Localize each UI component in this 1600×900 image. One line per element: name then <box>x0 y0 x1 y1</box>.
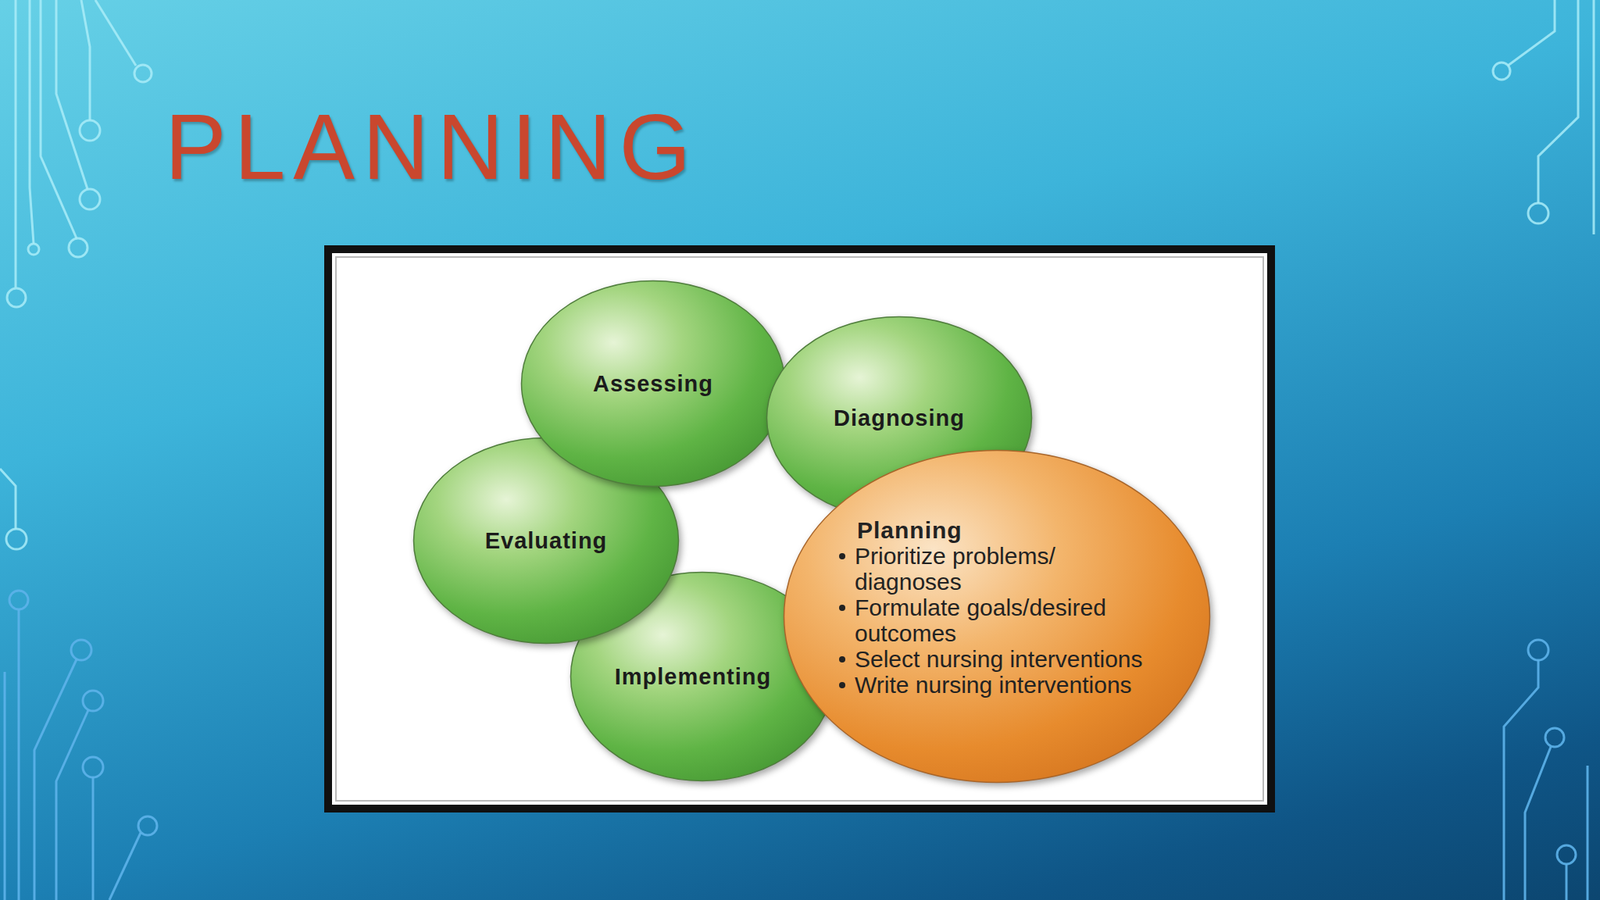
circuit-line <box>14 0 18 288</box>
bullet-dot <box>839 553 846 560</box>
planning-list: PlanningPrioritize problems/ diagnosesFo… <box>835 517 1156 698</box>
circuit-node <box>134 64 152 83</box>
bullet-text: Prioritize problems/ diagnoses <box>854 542 1156 595</box>
step-label: Implementing <box>614 665 772 689</box>
circuit-line <box>92 777 95 900</box>
bullet-item: Select nursing interventions <box>835 646 1156 672</box>
circuit-node <box>28 243 40 255</box>
step-label: Assessing <box>592 372 714 396</box>
circuit-line <box>1525 746 1551 900</box>
circuit-line <box>1592 0 1596 235</box>
bullet-item: Prioritize problems/ diagnoses <box>835 542 1156 595</box>
circuit-node <box>71 639 92 661</box>
circuit-line <box>81 0 90 121</box>
circuit-line <box>1507 0 1555 66</box>
circuit-node <box>82 757 104 778</box>
planning-ellipse: PlanningPrioritize problems/ diagnosesFo… <box>782 449 1211 784</box>
circuit-line <box>1586 765 1590 900</box>
circuit-node <box>1528 203 1549 224</box>
circuit-node <box>1492 62 1511 80</box>
circuit-node <box>79 189 100 210</box>
bullet-text: Write nursing interventions <box>854 671 1156 698</box>
circuit-node <box>82 690 104 711</box>
bullet-item: Write nursing interventions <box>835 671 1156 698</box>
bullet-item: Formulate goals/desired outcomes <box>835 594 1156 647</box>
circuit-line <box>56 710 89 900</box>
circuit-line <box>17 609 21 900</box>
circuit-line <box>109 832 141 900</box>
bullet-text: Formulate goals/desired outcomes <box>854 594 1156 647</box>
slide-title: PLANNING <box>164 100 699 193</box>
bullet-dot <box>839 682 846 689</box>
circuit-line <box>1503 660 1539 900</box>
list-heading: Planning <box>835 517 1156 543</box>
ellipse-outline <box>521 281 786 487</box>
step-circle: Assessing <box>520 279 786 488</box>
circuit-line <box>56 0 88 190</box>
bullet-dot <box>839 604 846 611</box>
circuit-line <box>29 0 34 244</box>
step-label: Diagnosing <box>833 407 965 430</box>
circuit-node <box>1528 639 1549 661</box>
circuit-line <box>40 0 77 239</box>
circuit-node <box>138 816 158 836</box>
circuit-node <box>79 120 100 141</box>
circuit-node <box>1545 728 1565 747</box>
circuit-line <box>1538 0 1579 204</box>
bullet-dot <box>839 656 846 663</box>
bullet-text: Select nursing interventions <box>854 646 1156 672</box>
circuit-node <box>6 528 27 550</box>
circuit-node <box>7 288 26 308</box>
circuit-line <box>3 671 7 900</box>
circuit-line <box>1565 864 1568 900</box>
step-label: Evaluating <box>485 529 608 553</box>
circuit-line <box>95 0 136 66</box>
circuit-node <box>1557 845 1576 865</box>
ellipse-outline <box>784 450 1211 783</box>
circuit-node <box>9 590 29 610</box>
circuit-line <box>0 468 16 529</box>
circuit-node <box>68 238 88 258</box>
